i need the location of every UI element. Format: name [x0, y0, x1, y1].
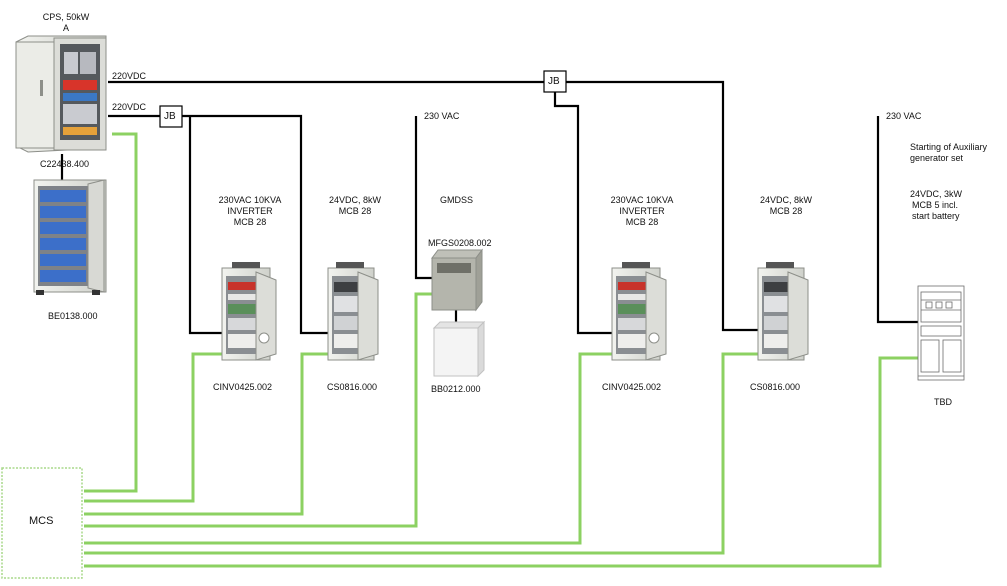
line-jb-right-inv [553, 92, 612, 335]
inv1-desc-3: MCB 28 [233, 217, 267, 227]
cs2-desc-2: MCB 28 [769, 206, 803, 216]
vac-aux-label: 230 VAC [886, 111, 922, 121]
cs1-desc-1: 24VDC, 8kW [328, 195, 382, 205]
line-230vac-aux [876, 116, 918, 324]
inv1-desc-2: INVERTER [227, 206, 273, 216]
jb-box-left [159, 105, 183, 128]
signal-line-cps [84, 132, 138, 493]
cps-subtitle: A [62, 23, 70, 33]
line-jb-right-feed [566, 80, 758, 332]
signal-lines [84, 132, 918, 568]
tbd-label: TBD [934, 397, 952, 407]
signal-line-cs2 [84, 352, 758, 555]
line-230vac-gmdss [414, 116, 432, 280]
aux-title-1: Starting of Auxiliary [910, 142, 988, 152]
line-jb-left-inv [188, 116, 222, 335]
cps-cabinet [15, 35, 107, 153]
bb-unit [432, 320, 486, 378]
aux-desc-1: 24VDC, 3kW [910, 189, 963, 199]
mfgs-code: MFGS0208.002 [428, 238, 492, 248]
cs2-desc-1: 24VDC, 8kW [759, 195, 813, 205]
mfgs-unit [431, 248, 483, 312]
converter-cabinet-2 [757, 262, 809, 361]
aux-desc-3: start battery [912, 211, 960, 221]
signal-line-inv2 [84, 352, 612, 545]
inverter-cabinet-2 [611, 262, 667, 361]
battery-cabinet [33, 179, 107, 295]
battery-code: BE0138.000 [48, 311, 98, 321]
signal-line-aux [84, 356, 918, 568]
vdc-top-label: 220VDC [112, 71, 147, 81]
signal-line-gmdss [84, 292, 432, 528]
inv2-desc-1: 230VAC 10KVA [610, 195, 674, 205]
inv2-desc-2: INVERTER [619, 206, 665, 216]
inverter-cabinet-1 [221, 262, 277, 361]
converter-cabinet-1 [327, 262, 379, 361]
vac-gmdss-label: 230 VAC [424, 111, 460, 121]
gmdss-label: GMDSS [440, 195, 474, 205]
aux-title-2: generator set [910, 153, 964, 163]
tbd-panel [917, 285, 965, 381]
bb-code: BB0212.000 [431, 384, 481, 394]
inv1-desc-1: 230VAC 10KVA [218, 195, 282, 205]
cps-code: C22438.400 [40, 159, 90, 169]
cps-title: CPS, 50kW [42, 12, 90, 22]
inv1-code: CINV0425.002 [213, 382, 273, 392]
cs1-code: CS0816.000 [327, 382, 378, 392]
line-jb-left-feed [182, 114, 328, 335]
signal-line-inv1 [84, 352, 222, 503]
jb-right-label: JB [548, 76, 560, 87]
jb-box-right [543, 70, 567, 93]
mcs-box [1, 467, 83, 579]
inv2-desc-3: MCB 28 [625, 217, 659, 227]
mcs-label: MCS [29, 515, 54, 527]
cs2-code: CS0816.000 [750, 382, 801, 392]
vdc-mid-label: 220VDC [112, 102, 147, 112]
signal-line-cs1 [84, 352, 328, 516]
cs1-desc-2: MCB 28 [338, 206, 372, 216]
power-lines [60, 80, 918, 335]
jb-left-label: JB [164, 111, 176, 122]
aux-desc-2: MCB 5 incl. [912, 200, 959, 210]
inv2-code: CINV0425.002 [602, 382, 662, 392]
